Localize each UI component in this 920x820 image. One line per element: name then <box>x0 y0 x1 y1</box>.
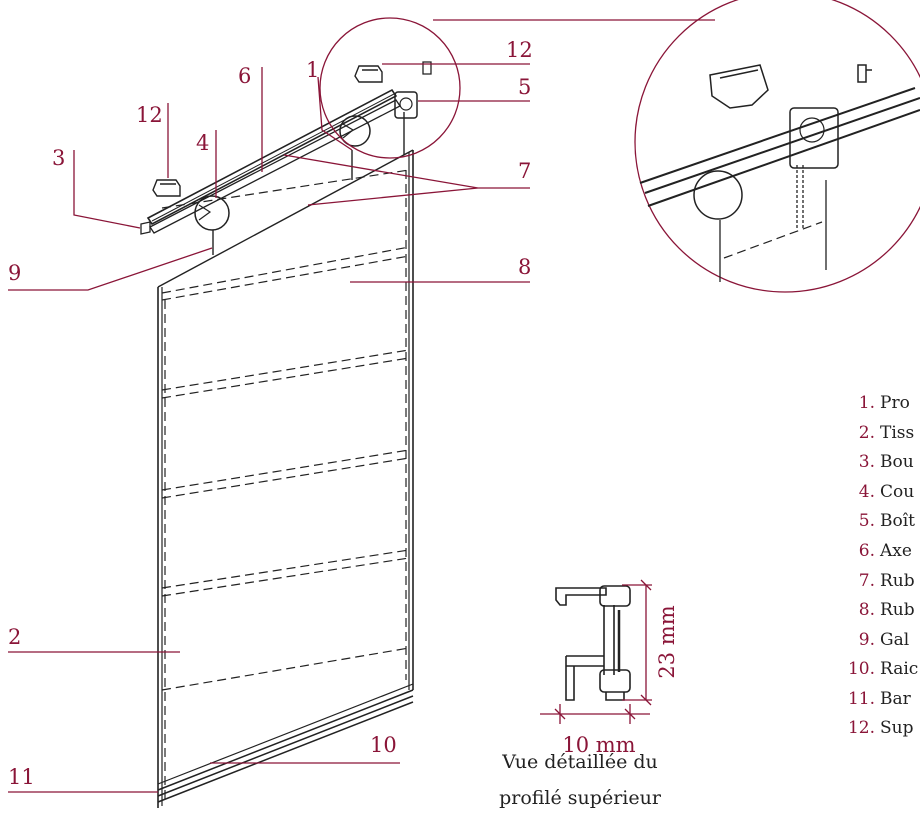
mounting-bracket <box>152 65 383 197</box>
legend-item: 3.Bou <box>859 452 914 472</box>
legend-item: 7.Rub <box>859 571 915 591</box>
svg-text:4.: 4. <box>859 482 875 502</box>
callout-3: 3 <box>52 146 65 170</box>
svg-text:8.: 8. <box>859 600 875 620</box>
svg-text:Pro: Pro <box>880 393 910 413</box>
dimension-lines <box>540 579 652 724</box>
profile-cross-section <box>555 585 631 701</box>
svg-text:12.: 12. <box>848 718 875 738</box>
legend-item: 12.Sup <box>848 718 914 738</box>
callout-2: 2 <box>8 625 21 649</box>
legend-item: 9.Gal <box>859 630 909 650</box>
svg-text:3.: 3. <box>859 452 875 472</box>
leader-lines <box>8 63 530 793</box>
svg-text:Bar: Bar <box>880 689 912 709</box>
svg-text:6.: 6. <box>859 541 875 561</box>
detail-magnifier <box>319 0 920 293</box>
winding-reel <box>194 115 371 231</box>
legend-item: 2.Tiss <box>859 423 914 443</box>
callout-5: 5 <box>518 75 531 99</box>
svg-text:Gal: Gal <box>880 630 909 650</box>
callout-1: 1 <box>306 58 319 82</box>
legend-item: 6.Axe <box>859 541 912 561</box>
legend: 1.Pro 2.Tiss 3.Bou 4.Cou 5.Boît 6.Axe 7.… <box>848 393 918 738</box>
svg-text:5.: 5. <box>859 511 875 531</box>
legend-item: 10.Raic <box>848 659 918 679</box>
callout-4: 4 <box>196 131 209 155</box>
svg-text:Cou: Cou <box>880 482 914 502</box>
callout-12-right: 12 <box>506 38 533 62</box>
callout-9: 9 <box>8 261 21 285</box>
svg-text:Boît: Boît <box>880 511 915 531</box>
svg-text:Axe: Axe <box>879 541 912 561</box>
dimension-width-label: 10 mm <box>562 733 635 757</box>
end-cap <box>140 61 432 235</box>
svg-text:Rub: Rub <box>880 571 915 591</box>
profile-caption-line1: Vue détaillée du <box>501 751 658 773</box>
callout-8: 8 <box>518 255 531 279</box>
callout-12-left: 12 <box>136 103 163 127</box>
headrail-profile <box>146 88 401 234</box>
profile-caption-line2: profilé supérieur <box>499 787 662 809</box>
legend-item: 11.Bar <box>848 689 912 709</box>
svg-text:Raic: Raic <box>880 659 918 679</box>
svg-text:Sup: Sup <box>880 718 914 738</box>
svg-text:7.: 7. <box>859 571 875 591</box>
shade-fabric <box>157 112 414 808</box>
callout-11: 11 <box>8 765 35 789</box>
callout-6: 6 <box>238 64 251 88</box>
legend-item: 4.Cou <box>859 482 914 502</box>
svg-text:10.: 10. <box>848 659 875 679</box>
svg-text:Rub: Rub <box>880 600 915 620</box>
svg-text:Tiss: Tiss <box>880 423 914 443</box>
control-box <box>394 91 418 119</box>
svg-text:9.: 9. <box>859 630 875 650</box>
svg-text:Bou: Bou <box>880 452 914 472</box>
svg-text:1.: 1. <box>859 393 875 413</box>
legend-item: 1.Pro <box>859 393 910 413</box>
legend-item: 8.Rub <box>859 600 915 620</box>
callout-10: 10 <box>370 733 397 757</box>
legend-item: 5.Boît <box>859 511 915 531</box>
dimension-height-label: 23 mm <box>655 605 679 678</box>
svg-text:11.: 11. <box>848 689 875 709</box>
callout-7: 7 <box>518 159 531 183</box>
callout-labels: 1 2 3 4 5 6 7 8 9 10 11 12 12 <box>8 38 533 789</box>
svg-text:2.: 2. <box>859 423 875 443</box>
